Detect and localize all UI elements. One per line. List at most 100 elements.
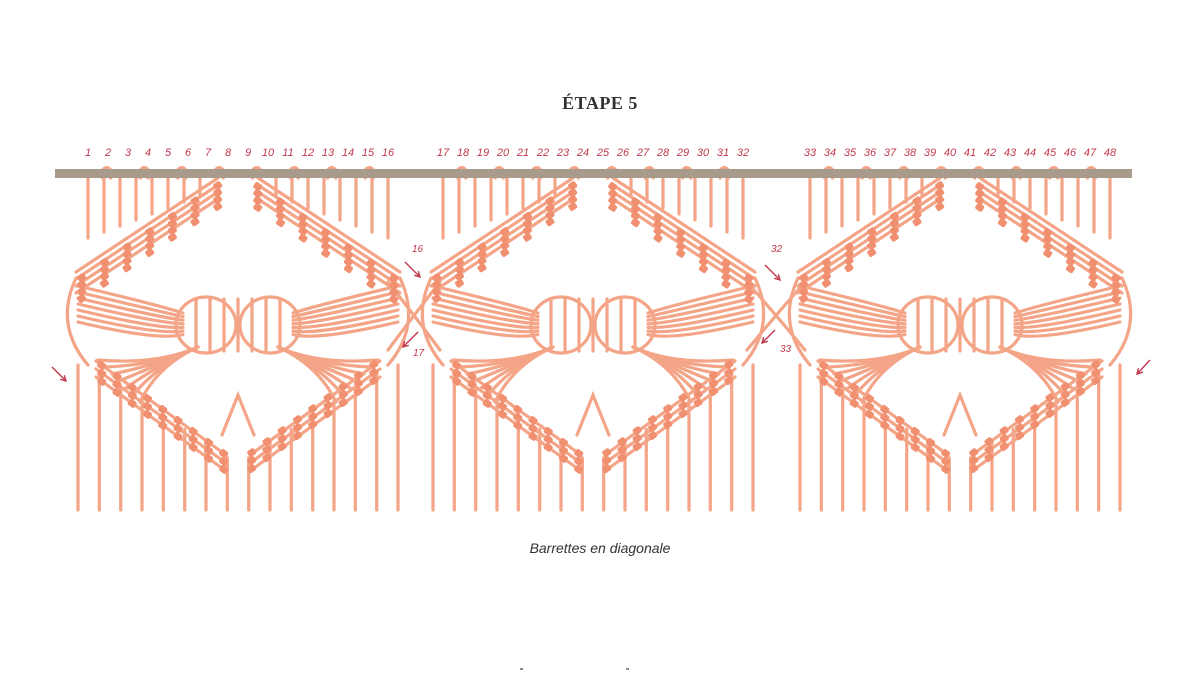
cord-number: 37 xyxy=(884,147,897,159)
knot xyxy=(693,390,703,399)
knot xyxy=(127,399,137,408)
knot xyxy=(190,203,200,213)
knot xyxy=(77,273,87,282)
knot xyxy=(895,416,905,425)
support-bar xyxy=(55,169,1132,178)
knot xyxy=(969,464,979,473)
knot xyxy=(158,405,168,414)
knot xyxy=(158,413,168,422)
cord-number: 23 xyxy=(556,147,570,159)
cord-number: 33 xyxy=(804,147,817,159)
knot xyxy=(143,410,153,419)
knot xyxy=(482,383,492,392)
knot xyxy=(262,445,272,454)
knot xyxy=(323,409,333,418)
knot xyxy=(1015,415,1025,424)
knot xyxy=(653,233,663,243)
arrow-icon xyxy=(401,341,409,349)
knot xyxy=(1065,243,1075,253)
crossing-cord xyxy=(745,280,807,352)
knot xyxy=(630,197,640,207)
knot xyxy=(545,203,555,213)
knot xyxy=(99,278,109,288)
knot xyxy=(247,448,257,457)
cord-number: 19 xyxy=(477,147,489,159)
knot xyxy=(389,288,399,297)
knot xyxy=(799,273,809,282)
knot xyxy=(630,204,640,214)
knot xyxy=(545,217,555,227)
knot xyxy=(298,226,308,236)
knot xyxy=(1020,219,1030,229)
knot xyxy=(910,435,920,444)
knot xyxy=(568,195,578,204)
knot xyxy=(941,449,951,458)
knot xyxy=(308,420,318,429)
knot xyxy=(912,203,922,213)
knot xyxy=(1020,233,1030,243)
knot xyxy=(910,443,920,452)
knot xyxy=(338,398,348,407)
cord-number: 25 xyxy=(596,147,610,159)
upper-diagonal-right xyxy=(256,176,402,274)
knot xyxy=(678,393,688,402)
knot xyxy=(1088,258,1098,268)
knot xyxy=(454,271,464,281)
knot xyxy=(926,446,936,455)
knot xyxy=(617,437,627,446)
knot xyxy=(354,387,364,396)
knot xyxy=(477,249,487,259)
knot xyxy=(912,196,922,206)
knot xyxy=(97,369,107,378)
inner-peak xyxy=(220,390,256,437)
outer-curve-left xyxy=(787,276,812,367)
knot xyxy=(99,271,109,281)
knot xyxy=(602,464,612,473)
knot xyxy=(190,196,200,206)
cord-number: 21 xyxy=(516,147,529,159)
knot xyxy=(277,426,287,435)
knot xyxy=(1030,412,1040,421)
fan-curve xyxy=(1013,284,1122,315)
cord-number: 44 xyxy=(1024,147,1036,159)
knot xyxy=(559,446,569,455)
knot xyxy=(167,225,177,235)
knot xyxy=(834,388,844,397)
knot xyxy=(997,197,1007,207)
knot xyxy=(543,435,553,444)
cord-number: 38 xyxy=(904,147,917,159)
center-wrap-left xyxy=(174,295,238,355)
knot xyxy=(213,181,223,190)
knot xyxy=(173,416,183,425)
knot xyxy=(143,394,153,403)
knot xyxy=(528,416,538,425)
knot xyxy=(912,217,922,227)
knot xyxy=(366,265,376,275)
cord-number: 20 xyxy=(496,147,510,159)
knot xyxy=(744,295,754,304)
knot xyxy=(676,228,686,237)
knot xyxy=(821,257,831,267)
knot xyxy=(545,210,555,220)
knot xyxy=(889,211,899,221)
knot xyxy=(984,437,994,446)
knot xyxy=(997,204,1007,214)
knot xyxy=(498,410,508,419)
knot xyxy=(190,217,200,227)
knot xyxy=(338,390,348,399)
knot xyxy=(277,442,287,451)
knot xyxy=(844,256,854,266)
knot xyxy=(678,401,688,410)
knot xyxy=(432,294,442,303)
knot xyxy=(522,225,532,235)
knot xyxy=(865,394,875,403)
fan-curve xyxy=(76,320,185,338)
knot xyxy=(167,211,177,221)
cord-number: 27 xyxy=(636,147,650,159)
knot xyxy=(112,380,122,389)
knot xyxy=(253,196,263,205)
knot xyxy=(145,234,155,243)
arrow-icon xyxy=(1135,368,1143,376)
knot xyxy=(321,249,331,258)
